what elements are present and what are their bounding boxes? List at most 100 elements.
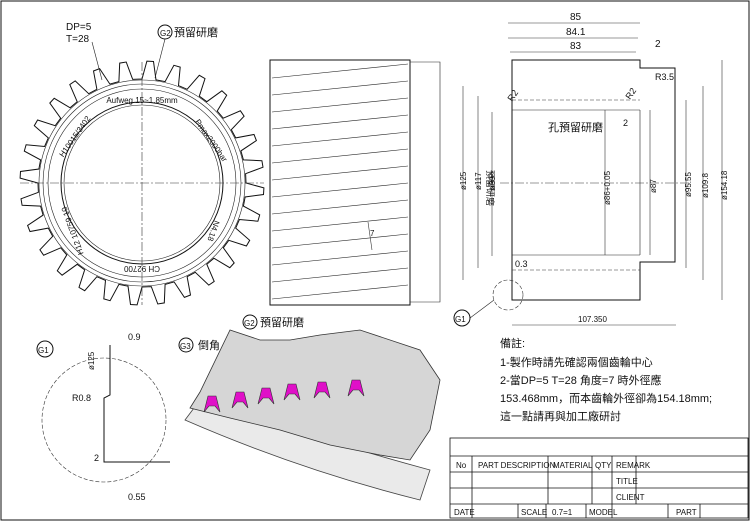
chamfer-mark	[231, 391, 249, 409]
g2-tag-front: G2	[160, 29, 171, 38]
phi99-label: ø99	[488, 176, 497, 190]
side-tooth-line	[271, 284, 409, 300]
side-tooth-line	[271, 80, 409, 96]
chamfer-mark	[257, 387, 275, 405]
detail-phi125: ø125	[87, 351, 96, 370]
g2-tag-persp: G2	[244, 319, 255, 328]
pmax-text: Pmax2000bar	[193, 118, 229, 164]
hole-note: 孔預留研磨	[548, 121, 603, 134]
chamfer-mark	[313, 381, 331, 399]
detail-055: 0.55	[128, 492, 146, 502]
tb-remark: REMARK	[616, 461, 651, 470]
phi86-label: ø86+0.05	[603, 170, 612, 205]
g2-leader-front	[154, 38, 166, 79]
section-outline	[511, 59, 676, 301]
phi15418-label: ø154.18	[720, 170, 729, 200]
side-tooth-line	[271, 199, 409, 215]
side-tooth-line	[271, 182, 409, 198]
tb-model: MODEL	[589, 508, 618, 517]
h-spec-text: H10015/3402	[57, 114, 92, 159]
side-tooth-line	[271, 165, 409, 181]
chamfer-mark	[347, 379, 365, 397]
notes-heading: 備註:	[500, 337, 525, 350]
g1-tag-section: G1	[455, 315, 466, 324]
gear-side-view: 7	[269, 59, 441, 306]
dim-03: 0.3	[515, 259, 528, 269]
dim-107: 107.350	[578, 315, 607, 324]
g1-leader	[469, 299, 495, 319]
dim-85: 85	[570, 12, 582, 23]
dp-label: DP=5	[66, 22, 92, 33]
dim-841: 84.1	[566, 27, 586, 38]
gear-front-view: DP=5 T=28 G2 預留研磨 Aufweg 15~1.85mm Pmax2…	[19, 22, 265, 306]
detail-profile	[103, 345, 170, 463]
phi87-label: ø87	[649, 179, 658, 193]
g2-bubble-persp	[242, 314, 258, 330]
notes-line2: 2-當DP=5 T=28 角度=7 時外徑應	[500, 373, 662, 387]
tb-scale-value: 0.7=1	[552, 508, 573, 517]
phi1098-label: ø109.8	[701, 173, 710, 198]
side-tooth-lines	[271, 63, 409, 300]
h12-text: H12 10759 10	[60, 205, 86, 256]
perspective-chamfers	[203, 379, 365, 413]
dim-2-mid: 2	[623, 118, 628, 128]
notes-line3: 153.468mm，而本齒輪外徑卻為154.18mm;	[500, 391, 712, 405]
side-tooth-line	[271, 216, 409, 232]
side-tooth-line	[271, 267, 409, 283]
dim-83: 83	[570, 41, 582, 52]
tb-material: MATERIAL	[553, 461, 593, 470]
tb-date: DATE	[454, 508, 475, 517]
g3-bubble	[178, 337, 194, 353]
tb-no: No	[456, 461, 467, 470]
g2-note-persp: 預留研磨	[260, 316, 304, 329]
gear-section-view: 85 84.1 83 2 R3.5 R2 R2 孔預留研磨 2 ø125 ø11…	[453, 12, 729, 327]
dim-2-top: 2	[655, 39, 661, 50]
notes-line1: 1-製作時請先確認兩個齒輪中心	[500, 355, 653, 369]
tb-scale: SCALE	[521, 508, 547, 517]
tb-qty: QTY	[595, 461, 612, 470]
title-block: No PART DESCRIPTION MATERIAL QTY REMARK …	[449, 437, 749, 519]
g1-callout-circle	[492, 279, 524, 311]
tb-part-description: PART DESCRIPTION	[478, 461, 556, 470]
r2-right-label: R2	[623, 86, 638, 101]
r2-left-label: R2	[505, 88, 520, 103]
detail-circle	[41, 357, 167, 483]
tb-part: PART	[676, 508, 697, 517]
ch-text: CH 92700	[123, 264, 160, 273]
side-tooth-line	[271, 114, 409, 130]
tb-title: TITLE	[616, 477, 638, 486]
detail-09: 0.9	[128, 332, 141, 342]
teeth-label: T=28	[66, 34, 90, 45]
tb-client: CLIENT	[616, 493, 645, 502]
phi117-label: ø117	[474, 172, 483, 190]
side-angle-label: 7	[370, 229, 375, 238]
side-tooth-line	[271, 131, 409, 147]
side-tooth-line	[271, 148, 409, 164]
detail-2: 2	[94, 453, 99, 463]
g2-note-front: 預留研磨	[174, 26, 218, 39]
detail-g1: G1 0.9 ø125 R0.8 2 0.55	[36, 332, 170, 502]
phi125-label: ø125	[459, 171, 468, 190]
g3-note: 倒角	[198, 339, 220, 352]
g1-tag-detail: G1	[38, 346, 49, 355]
side-tooth-line	[271, 97, 409, 113]
title-block-frame	[449, 437, 749, 519]
g1-bubble-detail	[36, 340, 54, 358]
chamfer-mark	[203, 395, 221, 413]
side-tooth-line	[271, 250, 409, 266]
side-right-edge	[410, 61, 441, 303]
keyway-note: 預留研磨	[485, 170, 496, 206]
side-angle-dimline	[367, 221, 373, 251]
chamfer-mark	[283, 383, 301, 401]
gear-perspective: G2 預留研磨 G3 倒角	[178, 314, 441, 501]
side-body-outline	[269, 59, 411, 306]
aufweg-text: Aufweg 15~1.85mm	[106, 96, 178, 105]
side-tooth-line	[271, 233, 409, 249]
g1-bubble-section	[453, 309, 471, 327]
r35-label: R3.5	[655, 72, 674, 82]
detail-r08: R0.8	[72, 393, 91, 403]
notes-line4: 這一點請再與加工廠研討	[500, 409, 621, 423]
notes: 備註: 1-製作時請先確認兩個齒輪中心 2-當DP=5 T=28 角度=7 時外…	[500, 337, 712, 423]
